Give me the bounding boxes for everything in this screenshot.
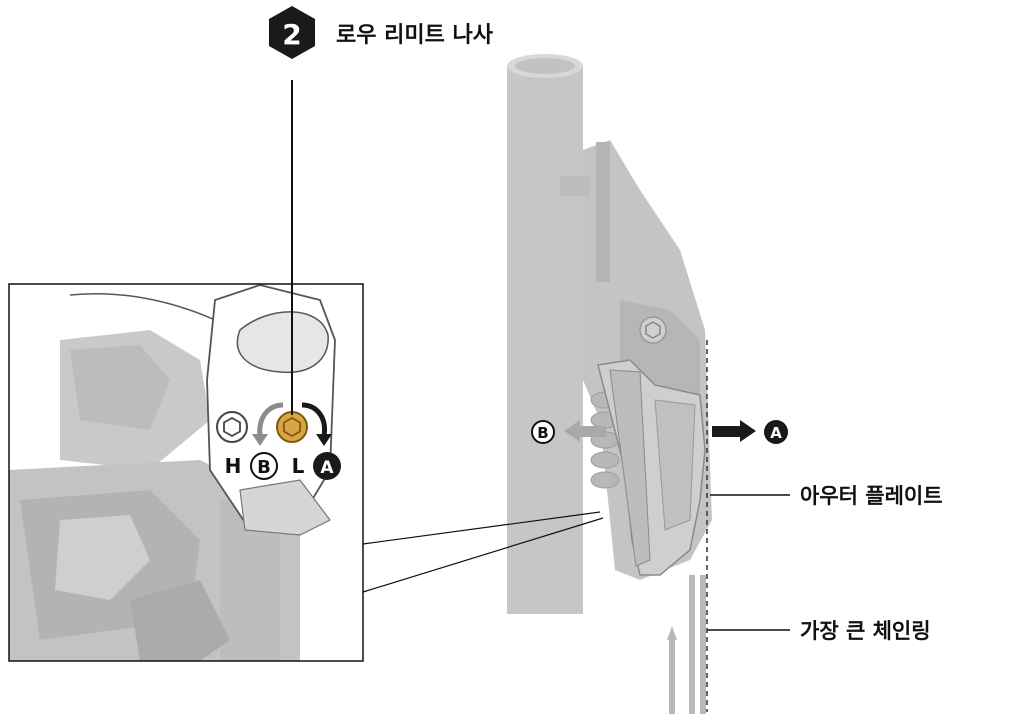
direction-b-label: B xyxy=(537,424,548,442)
callout-outer-plate: 아우터 플레이트 xyxy=(710,484,943,508)
step-title: 로우 리미트 나사 xyxy=(336,23,494,48)
seat-tube xyxy=(507,54,583,614)
chain-guide-lines xyxy=(667,575,706,714)
callout-largest-chainring: 가장 큰 체인링 xyxy=(707,619,931,643)
zoom-inset: H B L A xyxy=(8,283,364,662)
high-limit-screw xyxy=(216,411,248,443)
direction-a-label: A xyxy=(770,424,782,442)
adjust-a-label: A xyxy=(320,458,334,478)
rotate-ccw-arrow-icon xyxy=(257,402,284,437)
arrow-right-icon xyxy=(740,420,756,442)
callout-outer-plate-label: 아우터 플레이트 xyxy=(800,484,943,508)
direction-b: B xyxy=(531,420,606,444)
step-header: 2 로우 리미트 나사 xyxy=(269,6,494,59)
zoom-inset-frame xyxy=(8,283,364,662)
adjust-h-label: H xyxy=(225,454,242,478)
zoom-connector-top xyxy=(362,511,601,545)
hex-step-badge-icon xyxy=(269,6,315,59)
rotate-cw-arrow-icon xyxy=(301,402,328,437)
step-number: 2 xyxy=(282,18,301,51)
direction-a: A xyxy=(712,420,788,444)
front-derailleur xyxy=(560,140,712,580)
callout-largest-chainring-label: 가장 큰 체인링 xyxy=(800,619,931,643)
arrow-up-icon xyxy=(667,626,677,640)
low-limit-screw xyxy=(276,411,308,443)
arrow-left-icon xyxy=(564,420,580,442)
zoom-connector-bottom xyxy=(362,517,604,593)
adjust-b-label: B xyxy=(257,457,271,478)
adjust-l-label: L xyxy=(292,454,305,478)
